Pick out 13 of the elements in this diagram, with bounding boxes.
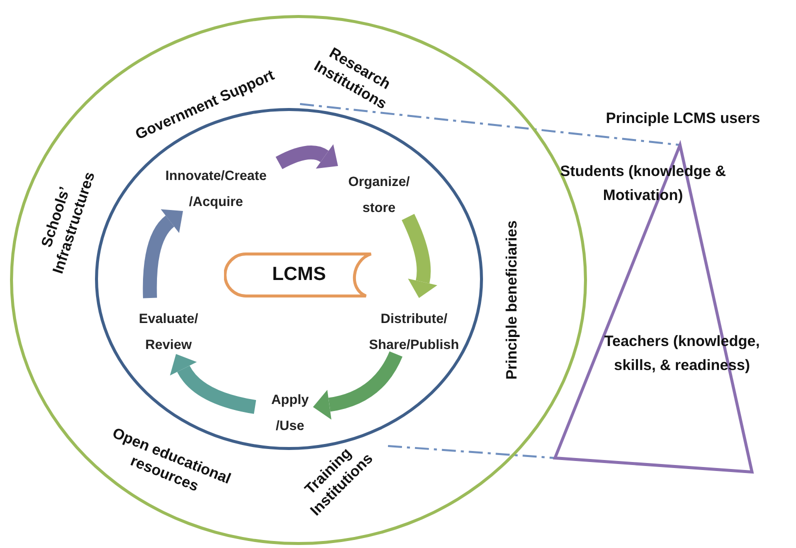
step-label: Evaluate/ Review (121, 304, 216, 360)
step-label: Innovate/Create /Acquire (146, 161, 286, 217)
dash-dot-line (388, 445, 556, 459)
cycle-arrow (142, 210, 182, 298)
scroll-label: LCMS (271, 264, 327, 286)
cycle-arrow (402, 214, 438, 298)
triangle-heading: Principle LCMS users (604, 109, 762, 129)
dash-dot-line (300, 103, 680, 146)
step-label: Organize/ store (338, 168, 420, 222)
step-label: Distribute/ Share/Publish (353, 304, 475, 360)
cycle-arrow (170, 354, 256, 414)
step-label: Apply /Use (261, 390, 319, 436)
ring-label: Principle beneficiaries (502, 219, 522, 382)
